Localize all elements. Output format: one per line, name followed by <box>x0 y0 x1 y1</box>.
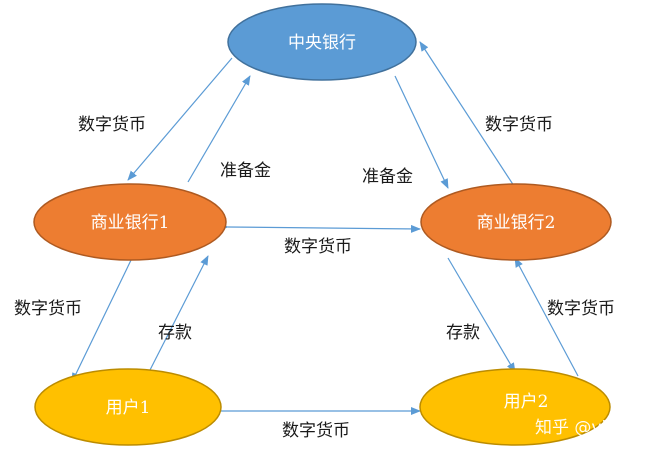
central-bank-ellipse <box>227 3 417 81</box>
commercial-bank-1-label: 商业银行1 <box>91 213 170 233</box>
node-commercial-bank-2: 商业银行2 <box>420 183 612 261</box>
label-bank1-to-central: 准备金 <box>220 161 271 181</box>
arrows <box>71 41 579 415</box>
label-central-to-bank2: 准备金 <box>362 167 413 187</box>
label-user1-to-bank1: 存款 <box>158 323 192 343</box>
arrow-bank1-to-central <box>187 75 251 183</box>
arrow-bank2-to-central <box>419 41 515 187</box>
node-user-1: 用户1 <box>34 368 222 446</box>
commercial-bank-1-ellipse <box>33 183 227 261</box>
user-1-label: 用户1 <box>106 398 151 418</box>
central-bank-label: 中央银行 <box>288 33 356 53</box>
label-user2-to-bank2: 数字货币 <box>547 299 615 319</box>
arrow-central-to-bank1 <box>127 57 233 181</box>
label-bank2-to-user2: 存款 <box>446 323 480 343</box>
arrow-bank1-bank2 <box>218 222 421 233</box>
label-bank1-to-user1: 数字货币 <box>14 299 82 319</box>
arrow-central-to-bank2 <box>394 75 449 189</box>
commercial-bank-2-label: 商业银行2 <box>477 213 556 233</box>
arrow-bank1-to-user1 <box>71 255 134 383</box>
edge-labels: 数字货币 准备金 准备金 数字货币 数字货币 数字货币 存款 存款 数字货币 数… <box>14 115 615 441</box>
watermark: 知乎 @vitu <box>535 418 624 438</box>
arrow-user2-to-bank2 <box>514 257 579 377</box>
user-2-label: 用户2 <box>504 392 549 412</box>
node-central-bank: 中央银行 <box>227 3 417 81</box>
user-1-ellipse <box>34 368 222 446</box>
arrow-user1-to-bank1 <box>149 255 209 371</box>
arrow-bank2-to-user2 <box>447 257 516 373</box>
node-commercial-bank-1: 商业银行1 <box>33 183 227 261</box>
label-central-to-bank1: 数字货币 <box>78 115 146 135</box>
label-user1-user2: 数字货币 <box>282 421 350 441</box>
node-user-2: 用户2 <box>419 368 611 446</box>
commercial-bank-2-ellipse <box>420 183 612 261</box>
label-bank2-to-central: 数字货币 <box>485 115 553 135</box>
label-bank1-bank2: 数字货币 <box>284 237 352 257</box>
user-2-ellipse <box>419 368 611 446</box>
